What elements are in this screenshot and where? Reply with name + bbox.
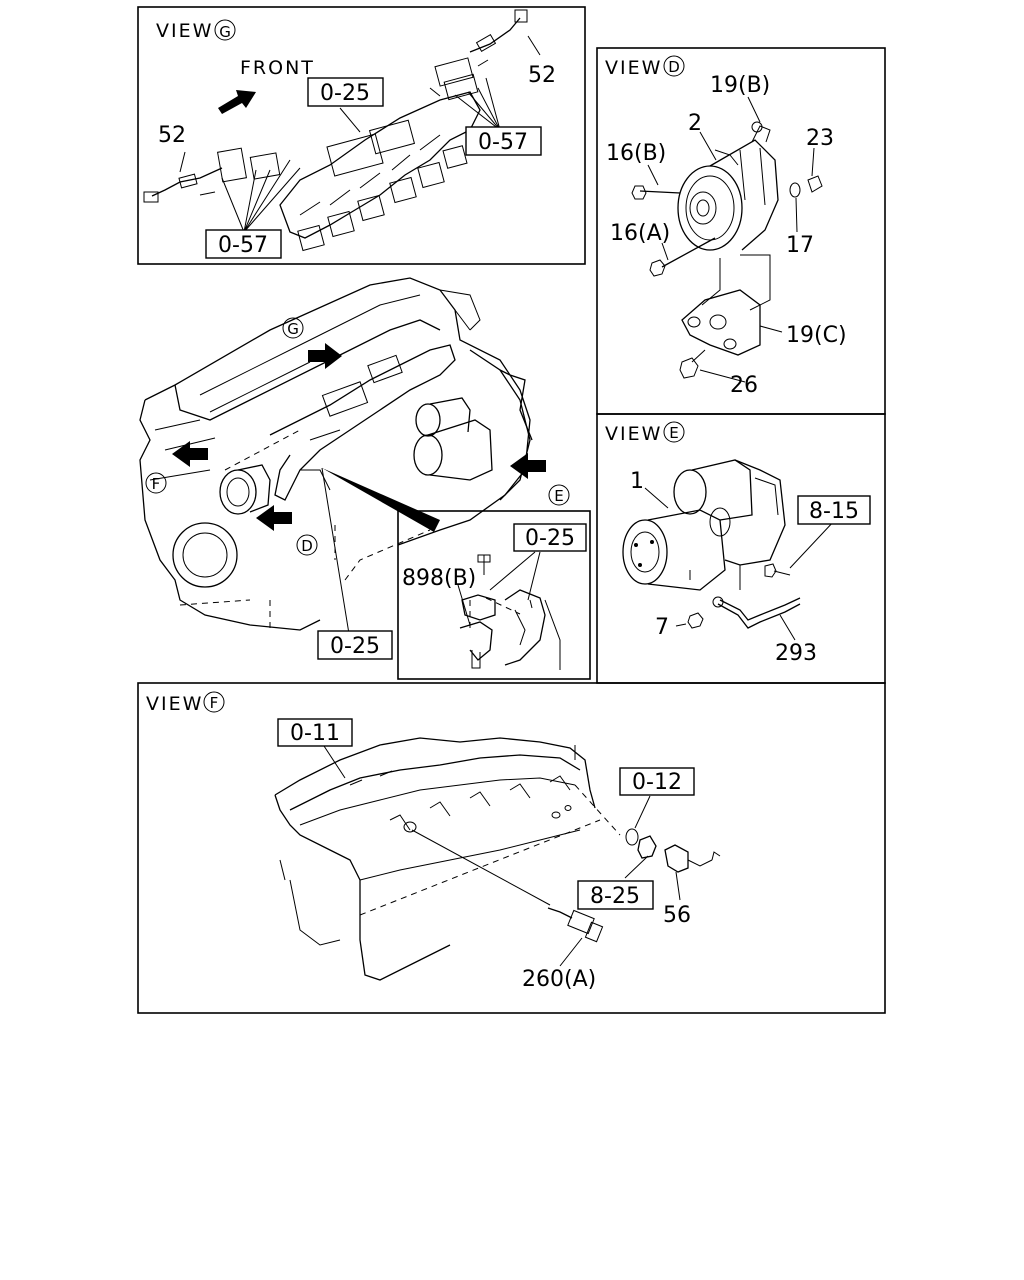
- arrow-d-icon: [256, 505, 292, 531]
- callout-56: 56: [663, 903, 691, 928]
- callout-260a: 260(A): [522, 967, 596, 992]
- view-g-letter: G: [219, 23, 231, 41]
- callout-16b: 16(B): [606, 141, 666, 166]
- callout-19c: 19(C): [786, 323, 847, 348]
- callout-0-25-inset: 0-25: [525, 526, 575, 551]
- sensor-52-right: [469, 17, 521, 53]
- circle-d: D: [301, 537, 313, 555]
- circle-g: G: [287, 320, 299, 338]
- view-d-title: VIEW: [605, 57, 662, 79]
- arrow-g-icon: [308, 343, 342, 369]
- crank-pulley: [172, 522, 238, 588]
- view-d-panel: VIEW D 19(B) 2 23: [596, 47, 886, 415]
- engine-block-outline: [139, 277, 531, 631]
- sensor-260a: [547, 907, 604, 943]
- starter-motor: [622, 459, 786, 591]
- plug-8-25: [637, 835, 657, 859]
- engine-alternator: [219, 464, 271, 515]
- callout-17: 17: [786, 233, 814, 258]
- cylinder-block: [274, 737, 596, 981]
- bolt-26: [679, 357, 699, 379]
- sensor-56: [664, 844, 721, 873]
- callout-16a: 16(A): [610, 221, 670, 246]
- bolt-16b: [639, 190, 681, 194]
- arrow-f-icon: [172, 441, 208, 467]
- callout-2: 2: [688, 111, 702, 136]
- callout-7: 7: [655, 615, 669, 640]
- arrow-e-icon: [510, 453, 546, 479]
- callout-19b: 19(B): [710, 73, 770, 98]
- callout-0-57-right: 0-57: [478, 130, 528, 155]
- view-f-panel: VIEW F: [137, 682, 886, 1014]
- view-e-panel: VIEW E 1 8-15 7 293: [596, 413, 886, 684]
- callout-52-left: 52: [158, 123, 186, 148]
- front-arrow-icon: [218, 90, 256, 114]
- callout-0-11: 0-11: [290, 721, 340, 746]
- callout-8-25: 8-25: [590, 884, 640, 909]
- callout-52-right: 52: [528, 63, 556, 88]
- callout-23: 23: [806, 126, 834, 151]
- callout-0-57-left: 0-57: [218, 233, 268, 258]
- intake-manifold: [279, 91, 481, 239]
- bracket-898b: [461, 594, 496, 621]
- bracket-19c: [681, 289, 761, 356]
- callout-0-25-top: 0-25: [320, 81, 370, 106]
- callout-0-12: 0-12: [632, 770, 682, 795]
- view-f-letter: F: [210, 694, 219, 712]
- view-g-title: VIEW: [156, 20, 213, 42]
- inset-detail: 0-25 898(B): [397, 510, 591, 680]
- bolt-16a: [661, 237, 716, 268]
- engine-starter: [413, 397, 493, 481]
- nut-7: [687, 612, 704, 629]
- callout-1: 1: [630, 469, 644, 494]
- bolt-8-15: [764, 563, 777, 578]
- front-label: FRONT: [240, 57, 315, 79]
- inset-pointer: [322, 468, 440, 532]
- view-d-letter: D: [668, 58, 680, 76]
- washer-0-12: [625, 828, 639, 846]
- circle-f: F: [152, 475, 161, 493]
- alternator: [677, 121, 779, 251]
- view-f-title: VIEW: [146, 693, 203, 715]
- view-e-letter: E: [669, 424, 678, 442]
- sensor-52-left: [151, 167, 223, 197]
- engine-overview: G F D E 0-25: [139, 277, 570, 660]
- view-g-panel: VIEW G FRONT 0-25 0-57: [137, 6, 586, 265]
- engine-manifold: [269, 344, 456, 501]
- circle-e: E: [554, 487, 563, 505]
- callout-293: 293: [775, 641, 817, 666]
- callout-0-25-main: 0-25: [330, 634, 380, 659]
- callout-898b: 898(B): [402, 566, 476, 591]
- callout-26: 26: [730, 373, 758, 398]
- cable-293: [719, 597, 801, 621]
- callout-8-15: 8-15: [809, 499, 859, 524]
- view-e-title: VIEW: [605, 423, 662, 445]
